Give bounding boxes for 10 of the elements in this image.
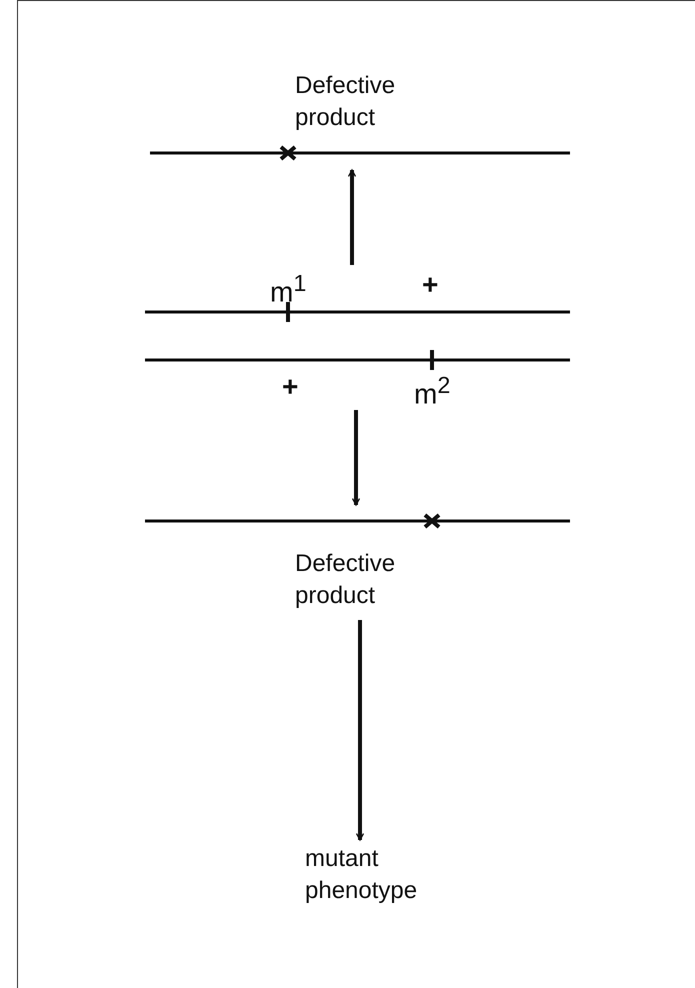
product-name: Defective product	[295, 71, 396, 133]
allele-label: m$^{1}$	[270, 269, 306, 308]
arrow	[356, 620, 364, 841]
allele-label: +	[282, 371, 298, 403]
phenotype-label: mutant phenotype	[305, 844, 418, 906]
product-name: Defective product	[295, 549, 396, 611]
allele-label: +	[422, 269, 438, 301]
arrow	[352, 410, 360, 506]
allele-label: m$^{2}$	[414, 371, 450, 410]
arrow	[348, 169, 356, 265]
